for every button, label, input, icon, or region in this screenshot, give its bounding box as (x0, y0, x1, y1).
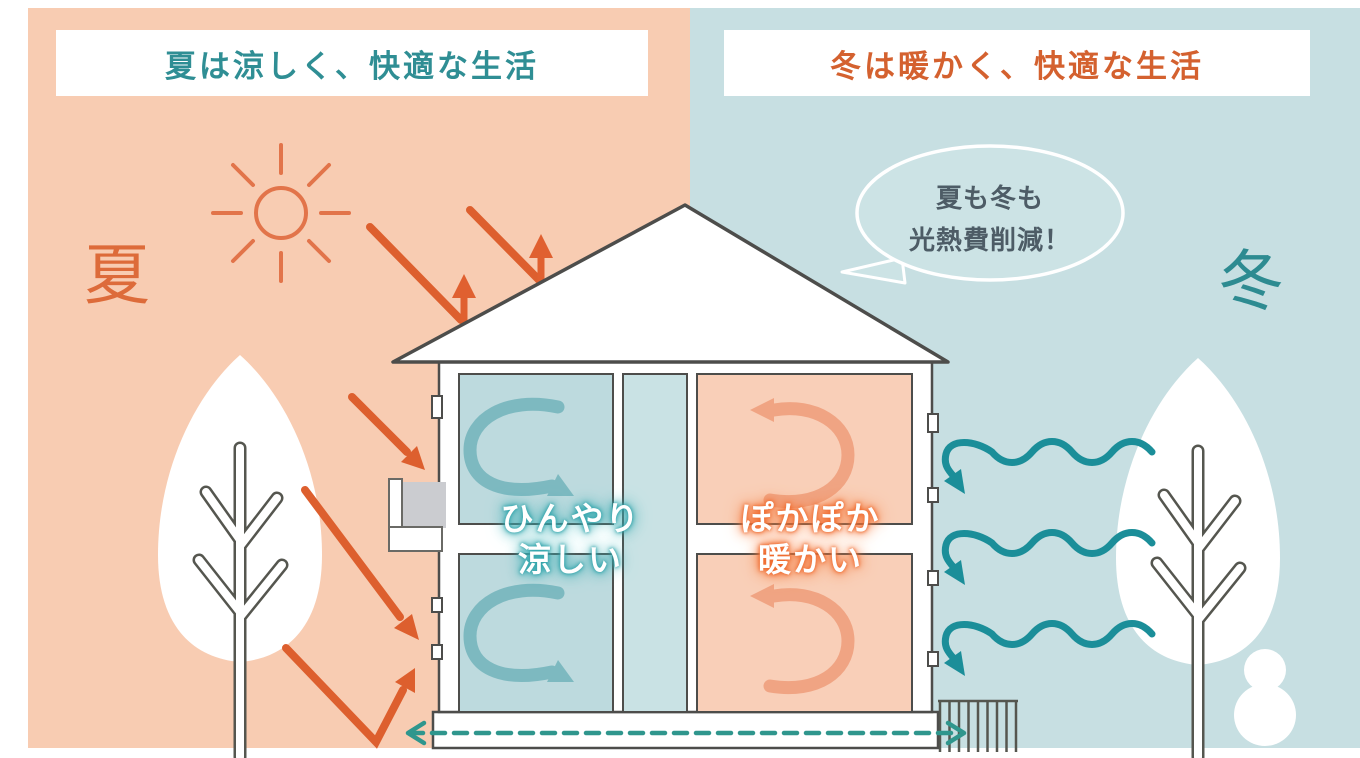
window-tab (431, 395, 443, 419)
sun-circle (254, 186, 308, 240)
sunray-arrows (282, 206, 553, 749)
cool-arrow-arc (463, 583, 565, 682)
right-chevron (945, 720, 967, 746)
arrowhead (395, 668, 415, 693)
window-tab (927, 651, 939, 667)
arrowhead (547, 660, 574, 682)
shaded-window (402, 482, 446, 528)
arrowhead (944, 651, 965, 676)
wall-window-tabs (431, 395, 939, 667)
arrowhead (401, 446, 425, 470)
sun-ray (307, 239, 331, 263)
stair-shaft (622, 373, 688, 713)
bubble-body (855, 144, 1125, 282)
window-awning (388, 478, 446, 552)
arrowhead (944, 469, 965, 494)
winter-banner: 冬は暖かく、快適な生活 (724, 30, 1310, 96)
wind-wave (941, 438, 1156, 483)
cool-label-line1: ひんやり (500, 500, 641, 537)
summer-season-label: 夏 (84, 238, 150, 312)
reflected-ray-icons (460, 256, 545, 322)
reflection-heads (452, 234, 553, 298)
arrowhead (547, 474, 574, 496)
winter-season-label: 冬 (1218, 244, 1284, 318)
sunbeam-arrowheads (394, 446, 425, 693)
arrowhead (750, 584, 774, 608)
warm-room-circulation-arrows (750, 398, 855, 694)
house (388, 203, 950, 750)
cool-room-circulation-arrows (463, 397, 574, 682)
snowman-icon (1234, 649, 1296, 746)
cool-room-lower (458, 553, 614, 713)
bubble-line2: 光熱費削減！ (908, 224, 1071, 255)
wind-wave (941, 529, 1156, 574)
cold-wind-wave-icons (941, 438, 1156, 665)
sun-ray (307, 163, 331, 187)
sun-icon (211, 143, 351, 283)
tree-trunk (1153, 447, 1244, 758)
bubble-line1: 夏も冬も (935, 183, 1044, 213)
winter-banner-text: 冬は暖かく、快適な生活 (830, 48, 1204, 84)
warm-arrow-arc (763, 588, 855, 694)
snowman-head (1244, 649, 1286, 691)
cool-room-label: ひんやり 涼しい (468, 498, 673, 581)
window-tab (927, 413, 939, 433)
warm-arrow-arc (763, 402, 855, 508)
speech-bubble (840, 144, 1125, 285)
roof (391, 203, 950, 364)
window-tab (927, 570, 939, 586)
cool-arrow-arc (463, 397, 565, 496)
sunbeam (301, 486, 404, 621)
warm-label-line1: ぽかぽか (740, 500, 881, 537)
sun-ray (231, 239, 255, 263)
snowman-body (1234, 684, 1296, 746)
summer-banner-text: 夏は涼しく、快適な生活 (165, 48, 539, 84)
arrowhead (452, 274, 476, 298)
summer-tree-icon (158, 355, 322, 758)
arrowhead (394, 614, 419, 640)
cool-label-line2: 涼しい (518, 541, 623, 579)
left-chevron (405, 720, 427, 746)
wind-wave (941, 620, 1156, 665)
window-tab (431, 644, 443, 660)
awning-ledge (388, 526, 443, 552)
arrowhead (750, 398, 774, 422)
sunbeam (466, 206, 544, 285)
sunbeam-bounce (282, 644, 407, 749)
warm-room-label: ぽかぽか 暖かい (708, 498, 913, 581)
sunbeam (366, 223, 465, 324)
tree-trunk (195, 444, 286, 758)
arrowhead (529, 234, 553, 258)
foundation (431, 710, 940, 750)
arrowhead (944, 560, 965, 585)
bubble-tail (840, 256, 907, 285)
window-tab (431, 597, 443, 613)
window-tab (927, 487, 939, 503)
speech-bubble-text: 夏も冬も 光熱費削減！ (858, 178, 1122, 261)
winter-tree-icon (1116, 358, 1280, 758)
underfloor-airflow-dashed-arrow (405, 720, 967, 746)
sun-ray (231, 163, 255, 187)
warm-label-line2: 暖かい (758, 541, 863, 579)
sunbeam (348, 393, 411, 456)
wind-wave-arrowheads (944, 469, 965, 676)
summer-banner: 夏は涼しく、快適な生活 (56, 30, 648, 96)
